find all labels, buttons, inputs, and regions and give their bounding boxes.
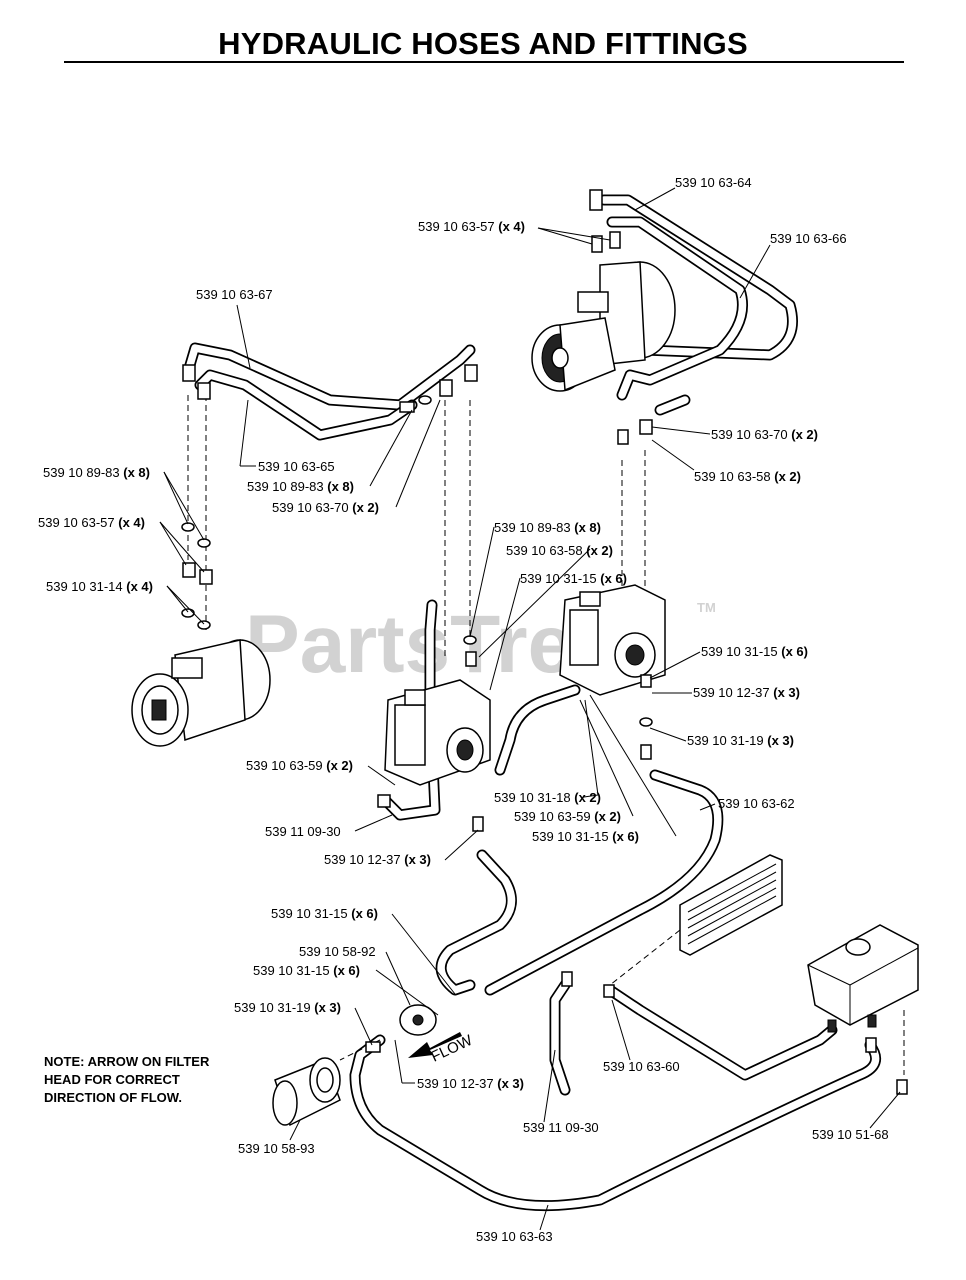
- fitting-elbow: [197, 382, 211, 400]
- o-ring: [181, 608, 195, 618]
- callout-label: 539 10 31-15 (x 6): [701, 644, 808, 659]
- callout-label: 539 10 89-83 (x 8): [43, 465, 150, 480]
- o-ring: [639, 717, 653, 727]
- fitting-cap: [896, 1079, 908, 1095]
- callout-labels: 539 10 63-64 539 10 63-57 (x 4) 539 10 6…: [38, 175, 889, 1244]
- leader-lines: [159, 187, 901, 1231]
- callout-label: 539 11 09-30: [265, 824, 341, 839]
- wheel-motor-right: [531, 261, 676, 392]
- note-line: DIRECTION OF FLOW.: [44, 1090, 182, 1105]
- callout-label: 539 10 31-19 (x 3): [234, 1000, 341, 1015]
- callout-label: 539 10 89-83 (x 8): [247, 479, 354, 494]
- callout-label: 539 11 09-30: [523, 1120, 599, 1135]
- fitting-elbow: [464, 364, 478, 382]
- hose-group: [184, 194, 882, 1212]
- callout-label: 539 10 63-59 (x 2): [246, 758, 353, 773]
- callout-label: 539 10 63-64: [675, 175, 752, 190]
- o-ring: [463, 635, 477, 645]
- callout-label: 539 10 63-63: [476, 1229, 553, 1244]
- fitting-elbow: [589, 189, 603, 211]
- page-title: HYDRAULIC HOSES AND FITTINGS: [218, 26, 748, 61]
- callout-label: 539 10 58-92: [299, 944, 376, 959]
- filter-head: [399, 1004, 437, 1036]
- fitting-adapter: [199, 569, 213, 585]
- fitting-adapter: [377, 794, 391, 808]
- fitting-adapter: [640, 674, 652, 688]
- callout-label: 539 10 63-57 (x 4): [418, 219, 525, 234]
- fitting-adapter: [465, 651, 477, 667]
- callout-label: 539 10 58-93: [238, 1141, 315, 1156]
- callout-label: 539 10 31-18 (x 2): [494, 790, 601, 805]
- callout-label: 539 10 63-57 (x 4): [38, 515, 145, 530]
- callout-label: 539 10 31-19 (x 3): [687, 733, 794, 748]
- callout-label: 539 10 31-15 (x 6): [253, 963, 360, 978]
- hydro-pump-right: [559, 584, 666, 696]
- title-rule: [64, 61, 904, 63]
- dashed-lines: [187, 269, 905, 1075]
- callout-label: 539 10 63-62: [718, 796, 795, 811]
- fitting-elbow: [439, 379, 453, 397]
- note-line: NOTE: ARROW ON FILTER: [44, 1054, 210, 1069]
- callout-label: 539 10 63-67: [196, 287, 273, 302]
- oil-filter: [272, 1057, 341, 1127]
- flow-arrow: FLOW: [408, 1032, 476, 1066]
- fitting-adapter: [365, 1041, 381, 1053]
- watermark-tm: TM: [697, 600, 716, 615]
- hydro-pump-left: [384, 679, 491, 786]
- o-ring: [418, 395, 432, 405]
- callout-label: 539 10 63-70 (x 2): [272, 500, 379, 515]
- o-ring: [197, 538, 211, 548]
- fitting-elbow: [639, 419, 653, 435]
- fitting-adapter: [609, 231, 621, 249]
- fitting-adapter: [182, 562, 196, 578]
- callout-label: 539 10 51-68: [812, 1127, 889, 1142]
- note-line: HEAD FOR CORRECT: [44, 1072, 180, 1087]
- fitting-adapter: [617, 429, 629, 445]
- callout-label: 539 10 12-37 (x 3): [693, 685, 800, 700]
- fitting-elbow: [182, 364, 196, 382]
- callout-label: 539 10 63-60: [603, 1059, 680, 1074]
- callout-label: 539 10 63-58 (x 2): [506, 543, 613, 558]
- fitting-adapter: [399, 401, 415, 413]
- wheel-motor-left: [131, 639, 271, 747]
- fitting-adapter: [603, 984, 615, 998]
- reservoir-tank: [807, 924, 919, 1033]
- callout-label: 539 10 12-37 (x 3): [417, 1076, 524, 1091]
- oil-cooler: [679, 854, 783, 956]
- callout-label: 539 10 12-37 (x 3): [324, 852, 431, 867]
- callout-label: 539 10 63-70 (x 2): [711, 427, 818, 442]
- callout-label: 539 10 63-65: [258, 459, 335, 474]
- callout-label: 539 10 31-14 (x 4): [46, 579, 153, 594]
- fitting-adapter: [640, 744, 652, 760]
- callout-label: 539 10 63-58 (x 2): [694, 469, 801, 484]
- flow-note: NOTE: ARROW ON FILTER HEAD FOR CORRECT D…: [44, 1054, 210, 1105]
- callout-label: 539 10 89-83 (x 8): [494, 520, 601, 535]
- callout-label: 539 10 31-15 (x 6): [520, 571, 627, 586]
- fitting-adapter: [561, 971, 573, 987]
- fitting-elbow: [865, 1037, 877, 1053]
- fitting-adapter: [472, 816, 484, 832]
- fittings: [181, 189, 908, 1095]
- o-ring: [181, 522, 195, 532]
- callout-label: 539 10 63-66: [770, 231, 847, 246]
- callout-label: 539 10 31-15 (x 6): [271, 906, 378, 921]
- callout-label: 539 10 31-15 (x 6): [532, 829, 639, 844]
- o-ring: [197, 620, 211, 630]
- callout-label: 539 10 63-59 (x 2): [514, 809, 621, 824]
